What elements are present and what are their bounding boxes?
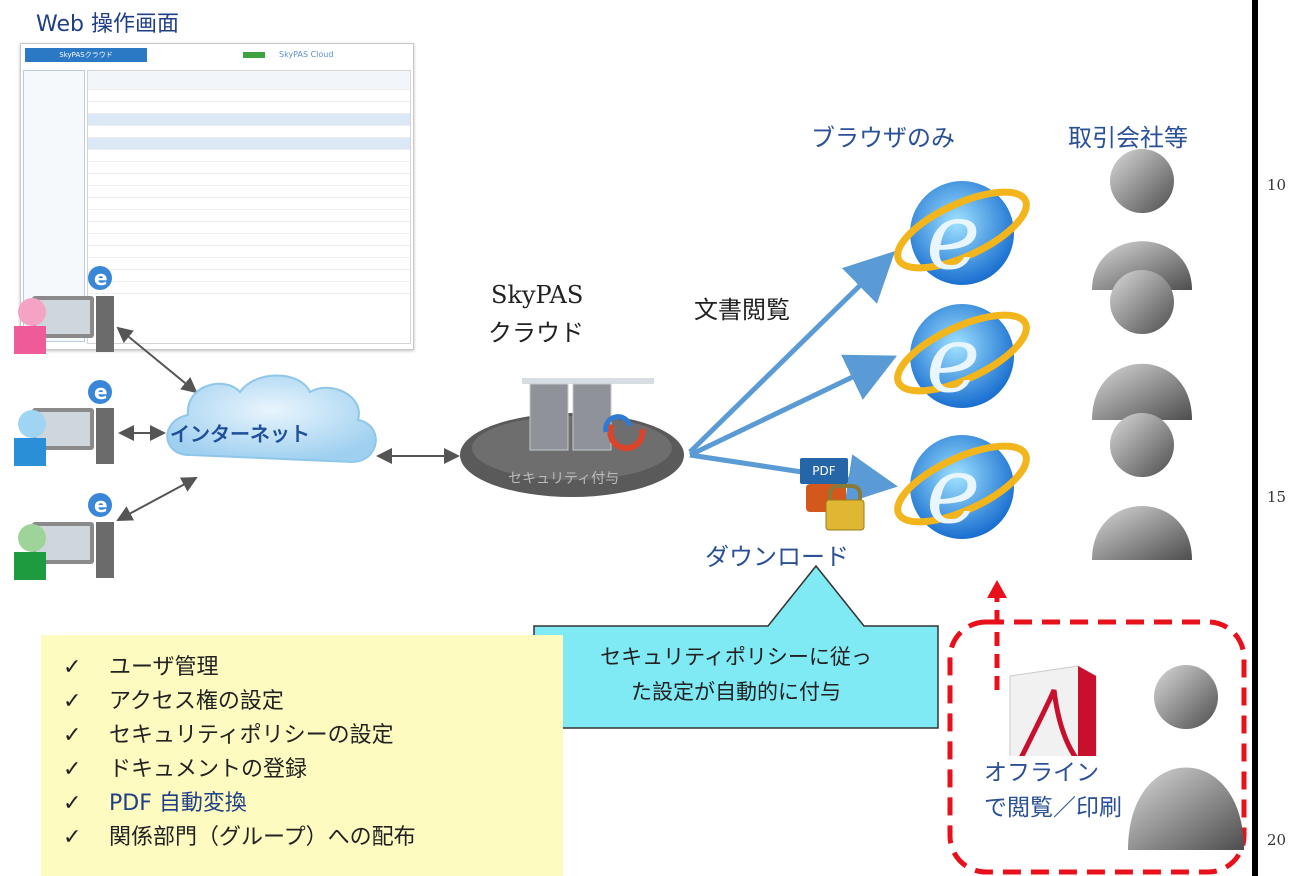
internet-cloud-icon xyxy=(166,374,377,464)
pdf-badge: PDF xyxy=(800,458,848,484)
thumbnail-button xyxy=(243,52,265,58)
callout-line1: セキュリティポリシーに従っ xyxy=(600,645,872,669)
feature-text: 関係部門（グループ）への配布 xyxy=(109,825,416,850)
download-label: ダウンロード xyxy=(705,543,849,571)
arrow-skypas-browser3 xyxy=(689,452,898,504)
feature-item: ✓ PDF 自動変換 xyxy=(63,787,416,821)
offline-region xyxy=(947,619,1247,875)
check-icon: ✓ xyxy=(63,757,82,782)
check-icon: ✓ xyxy=(63,655,82,680)
browser-only-label: ブラウザのみ xyxy=(811,124,955,152)
thumbnail-logo: SkyPAS Cloud xyxy=(279,50,334,59)
offline-person-icon xyxy=(1128,665,1244,850)
pdf-lock-icon xyxy=(806,484,865,531)
arrow-pc1-internet xyxy=(116,326,198,394)
browser-icon-2: e xyxy=(894,304,1030,413)
internet-label: インターネット xyxy=(170,422,310,446)
offline-line2: で閲覧／印刷 xyxy=(984,795,1122,821)
feature-item: ✓ ユーザ管理 xyxy=(63,651,416,685)
line-number: 10 xyxy=(1267,176,1287,194)
partners-label: 取引会社等 xyxy=(1068,124,1188,152)
svg-text:e: e xyxy=(94,266,108,290)
feature-text: PDF 自動変換 xyxy=(109,791,247,816)
security-grant-label: セキュリティ付与 xyxy=(508,471,620,487)
callout-line2: た設定が自動的に付与 xyxy=(631,680,841,704)
arrow-skypas-browser1 xyxy=(688,251,896,454)
features-panel: ✓ ユーザ管理 ✓ アクセス権の設定 ✓ セキュリティポリシーの設定 ✓ ドキュメントの… xyxy=(41,635,563,876)
doc-view-label: 文書閲覧 xyxy=(694,296,790,324)
skypas-label-line2: クラウド xyxy=(488,319,584,347)
partner-person-icon-3 xyxy=(1092,413,1192,560)
svg-text:e: e xyxy=(926,183,980,290)
partner-person-icon-1 xyxy=(1092,149,1192,290)
svg-text:e: e xyxy=(94,380,108,404)
svg-text:e: e xyxy=(926,306,980,413)
svg-text:e: e xyxy=(94,493,108,517)
feature-item: ✓ セキュリティポリシーの設定 xyxy=(63,719,416,753)
check-icon: ✓ xyxy=(63,689,82,714)
check-icon: ✓ xyxy=(63,791,82,816)
check-icon: ✓ xyxy=(63,723,82,748)
callout-shape xyxy=(533,564,939,729)
feature-item: ✓ 関係部門（グループ）への配布 xyxy=(63,821,416,855)
partner-person-icon-2 xyxy=(1092,270,1192,420)
page-title: Web 操作画面 xyxy=(36,12,179,37)
feature-item: ✓ アクセス権の設定 xyxy=(63,685,416,719)
line-number: 15 xyxy=(1267,488,1287,506)
feature-text: ユーザ管理 xyxy=(109,655,219,680)
thumbnail-file-list xyxy=(87,70,411,344)
feature-list: ✓ ユーザ管理 ✓ アクセス権の設定 ✓ セキュリティポリシーの設定 ✓ ドキュメントの… xyxy=(63,651,416,855)
svg-text:e: e xyxy=(926,437,980,544)
line-number: 20 xyxy=(1267,831,1287,849)
arrow-skypas-browser2 xyxy=(688,354,898,458)
offline-label: オフライン で閲覧／印刷 xyxy=(984,756,1122,826)
arrow-pc3-internet xyxy=(116,477,198,521)
callout-text: セキュリティポリシーに従っ た設定が自動的に付与 xyxy=(534,640,938,710)
offline-line1: オフライン xyxy=(984,760,1099,786)
feature-text: セキュリティポリシーの設定 xyxy=(109,723,394,748)
skypas-server-icon xyxy=(460,378,684,497)
feature-text: アクセス権の設定 xyxy=(109,689,284,714)
thumbnail-header: SkyPASクラウド xyxy=(25,48,147,62)
feature-text: ドキュメントの登録 xyxy=(109,757,308,782)
browser-icon-1: e xyxy=(894,181,1030,290)
feature-item: ✓ ドキュメントの登録 xyxy=(63,753,416,787)
user-pc-icon-blue: e xyxy=(14,380,114,466)
web-ui-screenshot: SkyPASクラウド SkyPAS Cloud xyxy=(20,43,414,350)
skypas-label-line1: SkyPAS xyxy=(491,281,584,309)
check-icon: ✓ xyxy=(63,825,82,850)
browser-icon-3: e xyxy=(894,435,1030,544)
user-pc-icon-green: e xyxy=(14,493,114,580)
page-margin-rule xyxy=(1252,0,1258,876)
offline-arrowhead xyxy=(987,580,1007,598)
user-pc-icon-pink: e xyxy=(14,266,114,354)
